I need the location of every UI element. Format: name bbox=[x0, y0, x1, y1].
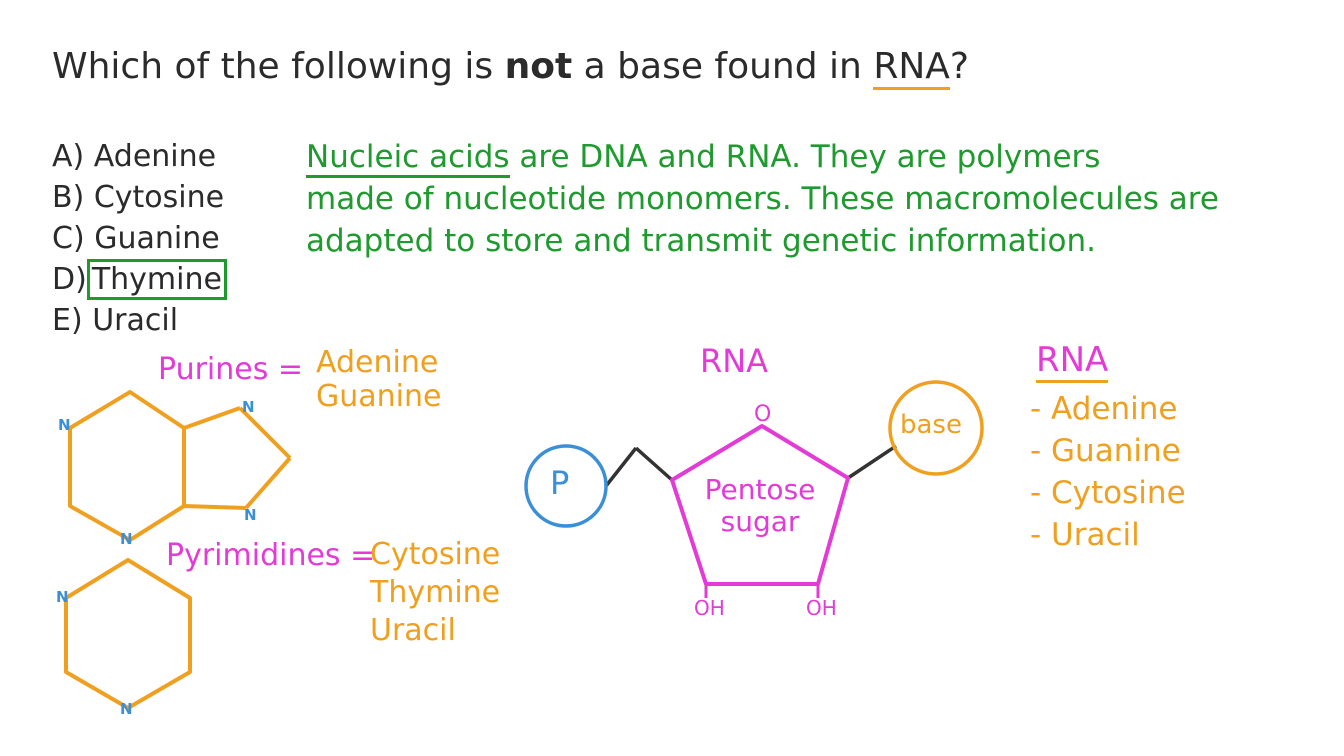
purines-list: Adenine Guanine bbox=[316, 345, 442, 414]
question-middle: a base found in bbox=[572, 46, 874, 87]
option-e[interactable]: E) Uracil bbox=[52, 303, 179, 338]
sugar-label: Pentose sugar bbox=[704, 473, 816, 538]
option-c[interactable]: C) Guanine bbox=[52, 221, 220, 256]
rna-bases-list: - Adenine - Guanine - Cytosine - Uracil bbox=[1030, 388, 1186, 556]
ring-oxygen-label: O bbox=[754, 402, 772, 427]
oh-left-label: OH bbox=[694, 596, 725, 620]
purine-n4: N bbox=[244, 506, 257, 524]
pentose-ring bbox=[670, 424, 850, 586]
phosphate-label: P bbox=[550, 464, 570, 502]
phosphate-circle bbox=[524, 444, 608, 528]
question-title: Which of the following is not a base fou… bbox=[52, 46, 969, 90]
explanation: Nucleic acids are DNA and RNA. They are … bbox=[306, 136, 1219, 262]
pyrimidine-structure bbox=[64, 558, 192, 710]
base-label: base bbox=[900, 410, 962, 440]
purine-n1: N bbox=[58, 416, 71, 434]
option-a[interactable]: A) Adenine bbox=[52, 139, 217, 174]
question-highlight: RNA bbox=[873, 46, 950, 90]
question-emphasis: not bbox=[504, 46, 573, 87]
explanation-line1: are DNA and RNA. They are polymers bbox=[509, 139, 1101, 175]
list-item: - Adenine bbox=[1030, 391, 1178, 427]
pyrimidines-list: Cytosine Thymine Uracil bbox=[370, 537, 501, 648]
pyrimidines-label: Pyrimidines = bbox=[166, 538, 376, 573]
explanation-line3: adapted to store and transmit genetic in… bbox=[306, 223, 1096, 259]
nucleotide-structure bbox=[524, 380, 984, 598]
purine-n2: N bbox=[120, 530, 133, 548]
question-prefix: Which of the following is bbox=[52, 46, 505, 87]
purines-label: Purines = bbox=[158, 352, 304, 387]
selected-answer-box: Thymine bbox=[86, 259, 227, 300]
pyrimidine-n1: N bbox=[56, 588, 69, 606]
option-d[interactable]: D)Thymine bbox=[52, 259, 227, 300]
explanation-term: Nucleic acids bbox=[306, 139, 510, 178]
base-circle bbox=[888, 380, 984, 476]
option-b[interactable]: B) Cytosine bbox=[52, 180, 225, 215]
list-item: - Guanine bbox=[1030, 433, 1181, 469]
nucleotide-title: RNA bbox=[700, 342, 769, 380]
list-item: - Uracil bbox=[1030, 517, 1140, 553]
answer-options: A) Adenine B) Cytosine C) Guanine D)Thym… bbox=[52, 136, 227, 341]
explanation-line2: made of nucleotide monomers. These macro… bbox=[306, 181, 1219, 217]
list-item: - Cytosine bbox=[1030, 475, 1186, 511]
oh-right-label: OH bbox=[806, 596, 837, 620]
purine-structure bbox=[68, 390, 292, 542]
purine-n3: N bbox=[242, 398, 255, 416]
pyrimidine-n2: N bbox=[120, 700, 133, 718]
rna-bases-title: RNA bbox=[1036, 340, 1109, 383]
question-suffix: ? bbox=[949, 46, 969, 87]
